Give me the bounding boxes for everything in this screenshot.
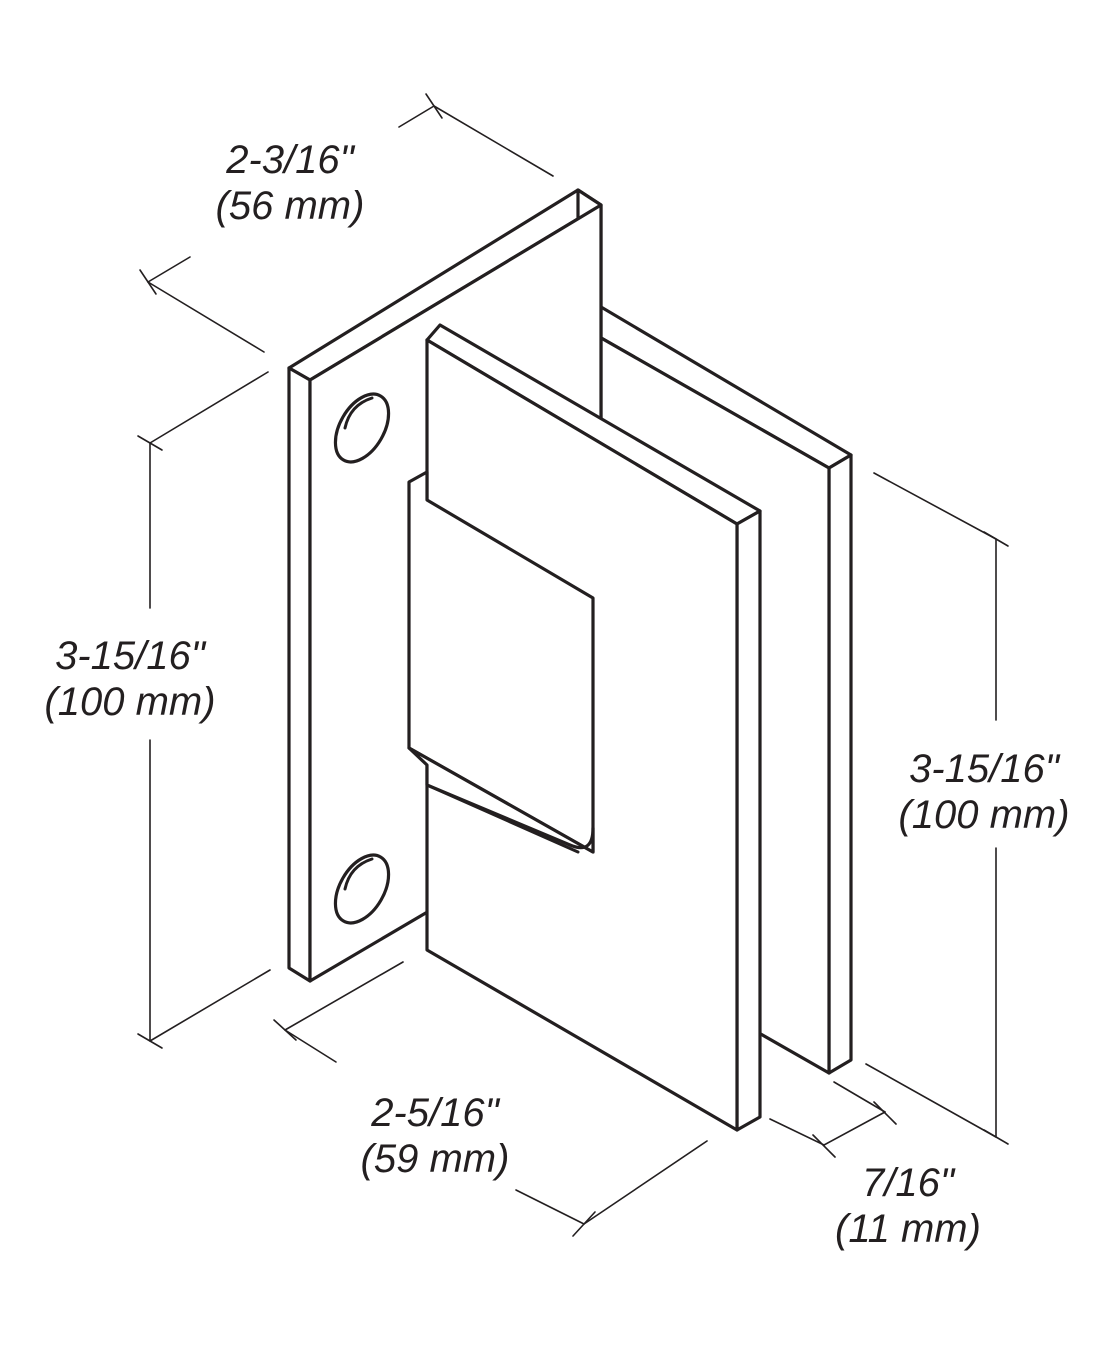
label-right-height: 3-15/16" (100 mm)	[874, 746, 1094, 838]
right-height-metric: (100 mm)	[898, 793, 1070, 837]
bottom-width-imperial: 2-5/16"	[371, 1091, 499, 1135]
gap-imperial: 7/16"	[861, 1161, 955, 1205]
dimension-bottom-width	[273, 961, 708, 1237]
top-width-imperial: 2-3/16"	[226, 138, 354, 182]
gap-metric: (11 mm)	[835, 1207, 981, 1251]
upper-mounting-hole	[333, 392, 391, 464]
dimension-left-height	[137, 371, 271, 1049]
top-width-metric: (56 mm)	[215, 184, 365, 228]
dimension-top-width	[139, 93, 554, 353]
left-height-metric: (100 mm)	[44, 680, 216, 724]
dimension-right-height	[865, 472, 1009, 1145]
left-height-imperial: 3-15/16"	[55, 634, 205, 678]
label-top-width: 2-3/16" (56 mm)	[180, 137, 400, 229]
label-bottom-width: 2-5/16" (59 mm)	[325, 1090, 545, 1182]
dimension-gap	[769, 1081, 897, 1158]
right-height-imperial: 3-15/16"	[909, 747, 1059, 791]
lower-mounting-hole	[333, 853, 391, 925]
label-left-height: 3-15/16" (100 mm)	[20, 633, 240, 725]
hinge-body	[407, 470, 595, 854]
bottom-width-metric: (59 mm)	[360, 1137, 510, 1181]
label-gap: 7/16" (11 mm)	[798, 1160, 1018, 1252]
